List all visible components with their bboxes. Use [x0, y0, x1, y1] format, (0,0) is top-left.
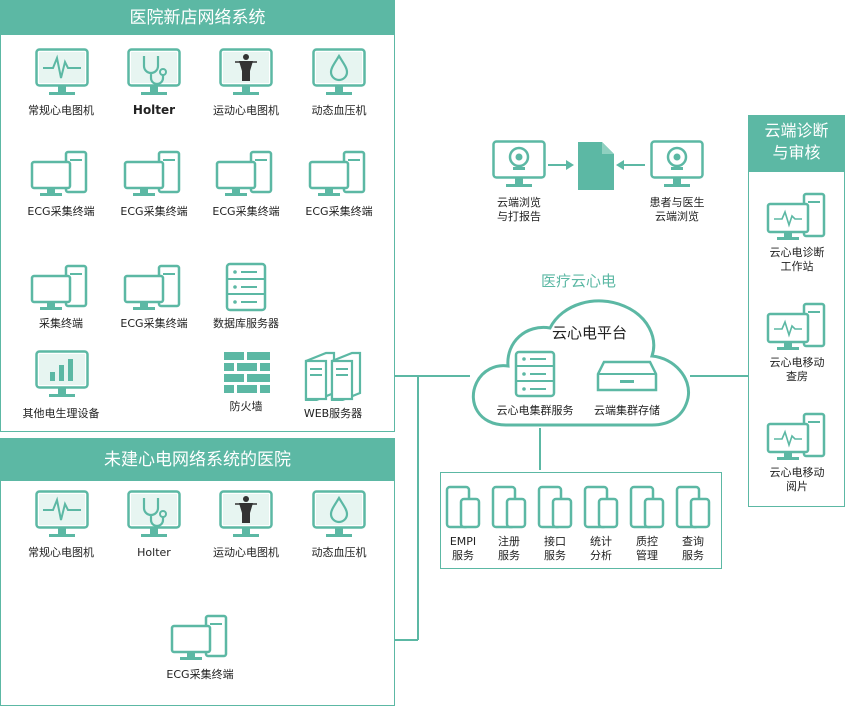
diagnosis-label: 工作站 — [780, 260, 814, 273]
terminal-label: ECG采集终端 — [27, 205, 95, 218]
report-flow-label: 患者与医生 云端浏览 — [650, 196, 705, 224]
device-label: Holter — [137, 546, 171, 559]
device-label: 动态血压机 — [311, 104, 367, 117]
service-item: 查询服务 — [675, 485, 711, 565]
ecg-terminal-icon — [123, 264, 181, 310]
no-system-hospital-panel: 未建心电网络系统的医院 — [0, 438, 395, 706]
cloud-title: 医疗云心电 — [541, 272, 617, 290]
service-icon — [445, 485, 481, 529]
blood-pressure-icon — [312, 48, 366, 95]
service-label: 服务 — [682, 549, 704, 562]
service-label: 查询 — [682, 535, 704, 548]
device-label: 其他电生理设备 — [22, 407, 100, 420]
panel-title: 未建心电网络系统的医院 — [1, 439, 394, 481]
diagnosis-workstation-icon — [766, 412, 826, 460]
service-label: 分析 — [590, 549, 612, 562]
label-line: 与打报告 — [497, 210, 541, 223]
database-server-icon — [225, 262, 267, 312]
services-panel — [440, 472, 722, 569]
ecg-monitor-icon — [35, 490, 89, 537]
terminal-label: ECG采集终端 — [120, 205, 188, 218]
device-label: 常规心电图机 — [28, 104, 94, 117]
service-label: 服务 — [452, 549, 474, 562]
service-icon — [675, 485, 711, 529]
terminal-label: ECG采集终端 — [212, 205, 280, 218]
ecg-terminal-icon — [308, 150, 366, 196]
service-icon — [629, 485, 665, 529]
ecg-terminal-icon — [30, 264, 88, 310]
ecg-terminal-icon — [215, 150, 273, 196]
label-line: 云端浏览 — [497, 196, 541, 209]
terminal-label: ECG采集终端 — [305, 205, 373, 218]
diagnosis-workstation-icon — [766, 192, 826, 240]
service-icon — [537, 485, 573, 529]
service-label: 统计 — [590, 535, 612, 548]
terminal-label: ECG采集终端 — [166, 668, 234, 681]
diagnosis-item: 云心电诊断工作站 — [752, 192, 842, 292]
device-label: 运动心电图机 — [213, 104, 279, 117]
service-icon — [491, 485, 527, 529]
holter-icon — [127, 48, 181, 95]
terminal-label: 采集终端 — [39, 317, 83, 330]
service-label: EMPI — [449, 535, 477, 548]
terminal-label: ECG采集终端 — [120, 317, 188, 330]
device-label: 运动心电图机 — [213, 546, 279, 559]
service-label: 接口 — [544, 535, 566, 548]
service-item: 质控管理 — [629, 485, 665, 565]
service-item: 统计分析 — [583, 485, 619, 565]
service-item: 接口服务 — [537, 485, 573, 565]
ecg-monitor-icon — [35, 48, 89, 95]
platform-label: 云心电平台 — [552, 324, 628, 342]
device-label: 常规心电图机 — [28, 546, 94, 559]
cluster-storage-label: 云端集群存储 — [594, 404, 660, 417]
label-line: 云端浏览 — [655, 210, 699, 223]
service-label: 管理 — [636, 549, 658, 562]
server-label: 数据库服务器 — [213, 317, 279, 330]
ecg-terminal-icon — [30, 150, 88, 196]
web-server-label: WEB服务器 — [303, 407, 363, 420]
service-item: 注册服务 — [491, 485, 527, 565]
ecg-terminal-icon — [123, 150, 181, 196]
stress-ecg-icon — [219, 48, 273, 95]
diagnosis-label: 阅片 — [786, 480, 808, 493]
device-label: Holter — [132, 103, 176, 117]
firewall-icon — [224, 352, 270, 393]
bar-chart-monitor-icon — [35, 350, 89, 397]
panel-title-line-2: 与审核 — [772, 143, 821, 162]
stress-ecg-icon — [219, 490, 273, 537]
web-server-icon — [304, 351, 362, 401]
service-icon — [583, 485, 619, 529]
diagnosis-item: 云心电移动阅片 — [752, 412, 842, 512]
service-label: 服务 — [544, 549, 566, 562]
service-label: 质控 — [636, 535, 658, 548]
diagnosis-label: 云心电移动 — [769, 356, 825, 369]
firewall-label: 防火墙 — [229, 400, 263, 413]
diagnosis-workstation-icon — [766, 302, 826, 350]
document-icon — [578, 142, 614, 190]
report-flow-label: 云端浏览 与打报告 — [497, 196, 541, 224]
diagnosis-label: 查房 — [786, 370, 808, 383]
ecg-terminal-icon — [170, 614, 228, 660]
holter-icon — [127, 490, 181, 537]
service-label: 服务 — [498, 549, 520, 562]
panel-title: 云端诊断 与审核 — [749, 116, 844, 172]
webcam-monitor-icon — [650, 140, 704, 187]
panel-title: 医院新店网络系统 — [1, 1, 394, 35]
diagnosis-label: 云心电诊断 — [769, 246, 825, 259]
cluster-service-label: 云心电集群服务 — [496, 404, 574, 417]
label-line: 患者与医生 — [649, 196, 705, 209]
diagnosis-item: 云心电移动查房 — [752, 302, 842, 402]
blood-pressure-icon — [312, 490, 366, 537]
diagnosis-label: 云心电移动 — [769, 466, 825, 479]
cluster-server-icon — [514, 350, 556, 398]
device-label: 动态血压机 — [311, 546, 367, 559]
panel-title-line-1: 云端诊断 — [764, 121, 829, 140]
webcam-monitor-icon — [492, 140, 546, 187]
storage-device-icon — [596, 360, 658, 392]
service-label: 注册 — [498, 535, 520, 548]
